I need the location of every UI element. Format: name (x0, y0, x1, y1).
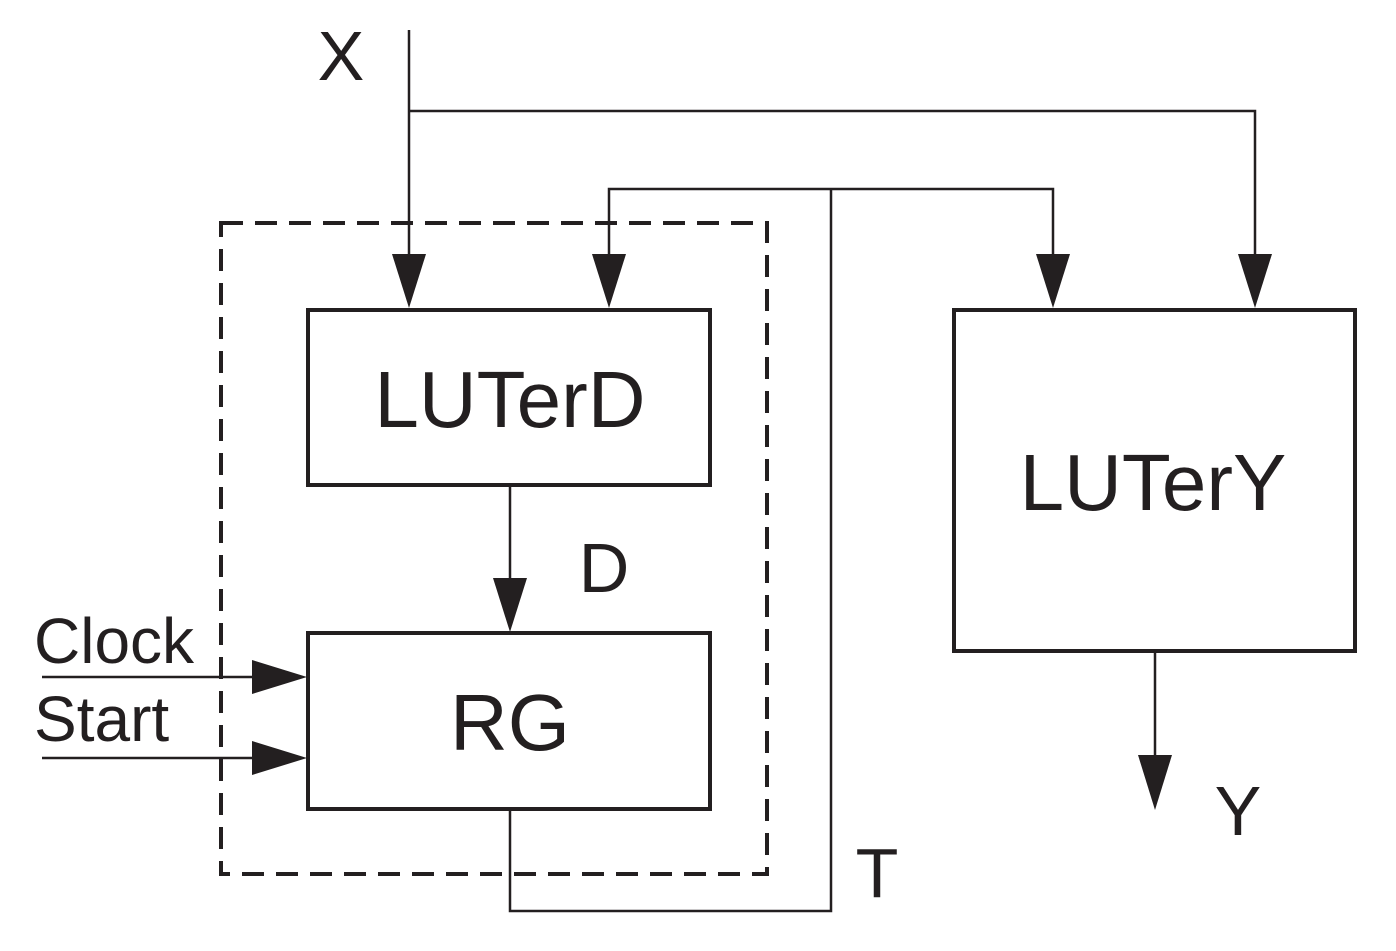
clock-signal-label: Clock (34, 605, 195, 677)
rg-block (306, 631, 712, 811)
rg-label: RG (450, 678, 570, 767)
dashed-enclosure (219, 221, 769, 876)
x-signal-label: X (318, 17, 365, 95)
start-signal-label: Start (34, 683, 169, 755)
luterd-label: LUTerD (374, 355, 645, 444)
x-wire-branch (409, 109, 1257, 258)
d-arrow-rg (493, 578, 527, 632)
t-signal-label: T (856, 834, 899, 912)
y-signal-label: Y (1215, 772, 1262, 850)
t-wire-top (607, 187, 1055, 258)
x-arrow-luterd (392, 254, 426, 308)
luterd-block (306, 308, 712, 487)
t-wire-return (508, 189, 833, 913)
t-arrow-lutery (1036, 254, 1070, 308)
start-arrow (252, 741, 307, 775)
lutery-label: LUTerY (1020, 438, 1287, 527)
y-arrow (1138, 755, 1172, 810)
t-arrow-luterd (592, 254, 626, 308)
clock-arrow (252, 660, 307, 694)
d-signal-label: D (579, 529, 630, 607)
lutery-block (952, 308, 1357, 653)
x-arrow-lutery (1238, 254, 1272, 308)
